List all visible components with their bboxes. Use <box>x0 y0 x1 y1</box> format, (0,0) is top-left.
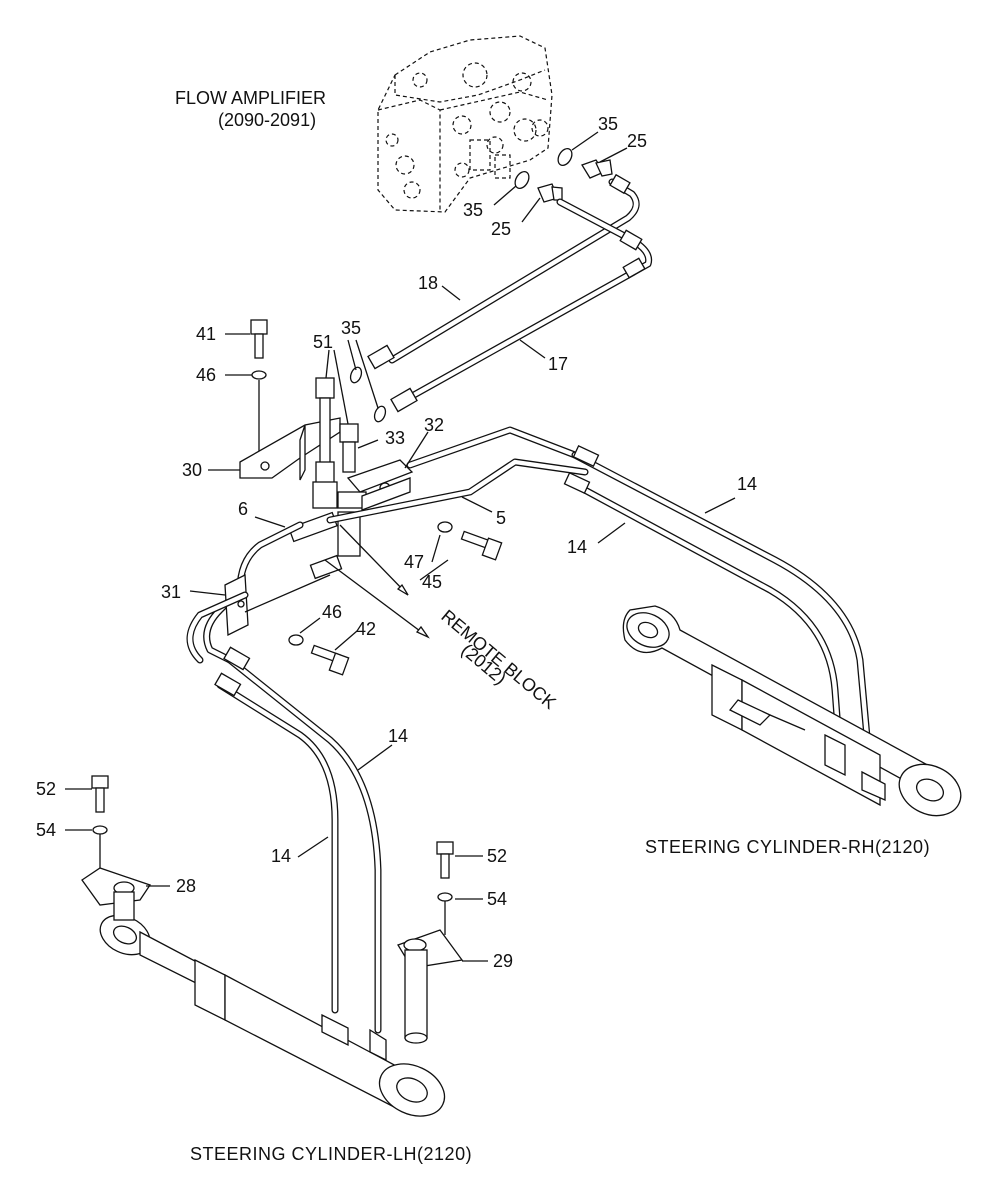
callout-14-rh-inner: 14 <box>567 537 587 557</box>
remote-block-caption: REMOTE BLOCK <box>437 606 559 713</box>
callout-25-upper: 25 <box>627 131 647 151</box>
callout-42: 42 <box>356 619 376 639</box>
steering-cylinder-lh <box>99 914 446 1117</box>
clamp-block-32 <box>346 459 414 511</box>
bolt-45 <box>460 530 503 561</box>
callout-52-left: 52 <box>36 779 56 799</box>
swivel-fitting-51 <box>315 377 359 485</box>
steering-cylinder-lh-caption: STEERING CYLINDER-LH(2120) <box>190 1144 472 1164</box>
callout-54-right: 54 <box>487 889 507 909</box>
callout-35-lower: 35 <box>463 200 483 220</box>
callout-41: 41 <box>196 324 216 344</box>
hose-14-rh-outer <box>571 445 874 774</box>
callout-18: 18 <box>418 273 438 293</box>
callout-33: 33 <box>385 428 405 448</box>
bracket-30 <box>239 417 341 481</box>
callout-14-lh-inner: 14 <box>271 846 291 866</box>
hose-5 <box>326 458 589 524</box>
adapter-25-upper <box>581 159 613 179</box>
flow-amplifier-reference: (2090-2091) <box>218 110 316 130</box>
clamp-31 <box>224 573 249 637</box>
bolt-52-left <box>91 775 109 813</box>
hose-loop-left <box>186 591 249 664</box>
callout-14-rh-outer: 14 <box>737 474 757 494</box>
washer-46-upper <box>251 370 267 380</box>
callout-46-upper: 46 <box>196 365 216 385</box>
washer-46-lower <box>288 634 304 646</box>
callout-51: 51 <box>313 332 333 352</box>
callout-17: 17 <box>548 354 568 374</box>
hose-17 <box>390 198 653 413</box>
o-ring-35-lower <box>514 170 530 190</box>
callout-leaders <box>65 131 736 962</box>
o-ring-35-hose-b <box>373 405 387 423</box>
callout-47: 47 <box>404 552 424 572</box>
pin-plate-28 <box>81 867 152 921</box>
callout-35-hose: 35 <box>341 318 361 338</box>
bolt-41 <box>250 319 268 359</box>
hose-18 <box>367 173 640 370</box>
callout-35-upper: 35 <box>598 114 618 134</box>
callout-32: 32 <box>424 415 444 435</box>
callout-45: 45 <box>422 572 442 592</box>
washer-54-right <box>437 892 453 902</box>
bolt-52-right <box>436 841 454 879</box>
hose-6 <box>203 521 304 664</box>
callout-29: 29 <box>493 951 513 971</box>
callout-14-lh-outer: 14 <box>388 726 408 746</box>
callout-30: 30 <box>182 460 202 480</box>
adapter-25-lower <box>537 183 563 203</box>
o-ring-35-hose-a <box>349 366 363 384</box>
pin-plate-29 <box>397 929 464 1044</box>
tee-fitting-33 <box>312 481 367 509</box>
hose-14-lh-outer <box>223 646 382 1034</box>
bolt-42 <box>310 644 350 676</box>
callout-46-lower: 46 <box>322 602 342 622</box>
callout-52-right: 52 <box>487 846 507 866</box>
arrow-to-remote-block-1 <box>339 524 409 596</box>
hose-14-rh-inner <box>563 472 842 734</box>
callout-6: 6 <box>238 499 248 519</box>
callout-5: 5 <box>496 508 506 528</box>
hose-main-upper <box>406 426 579 469</box>
washer-54-left <box>92 825 108 835</box>
hose-14-lh-inner <box>214 672 339 1014</box>
steering-cylinder-rh <box>622 605 962 817</box>
steering-cylinder-rh-caption: STEERING CYLINDER-RH(2120) <box>645 837 930 857</box>
arrow-to-remote-block-2 <box>324 559 429 638</box>
callout-31: 31 <box>161 582 181 602</box>
flow-amplifier-block <box>377 35 553 213</box>
callout-54-left: 54 <box>36 820 56 840</box>
o-ring-35-upper <box>557 147 573 167</box>
callout-25-lower: 25 <box>491 219 511 239</box>
washer-47 <box>437 521 453 533</box>
flow-amplifier-caption: FLOW AMPLIFIER <box>175 88 326 108</box>
callout-28: 28 <box>176 876 196 896</box>
